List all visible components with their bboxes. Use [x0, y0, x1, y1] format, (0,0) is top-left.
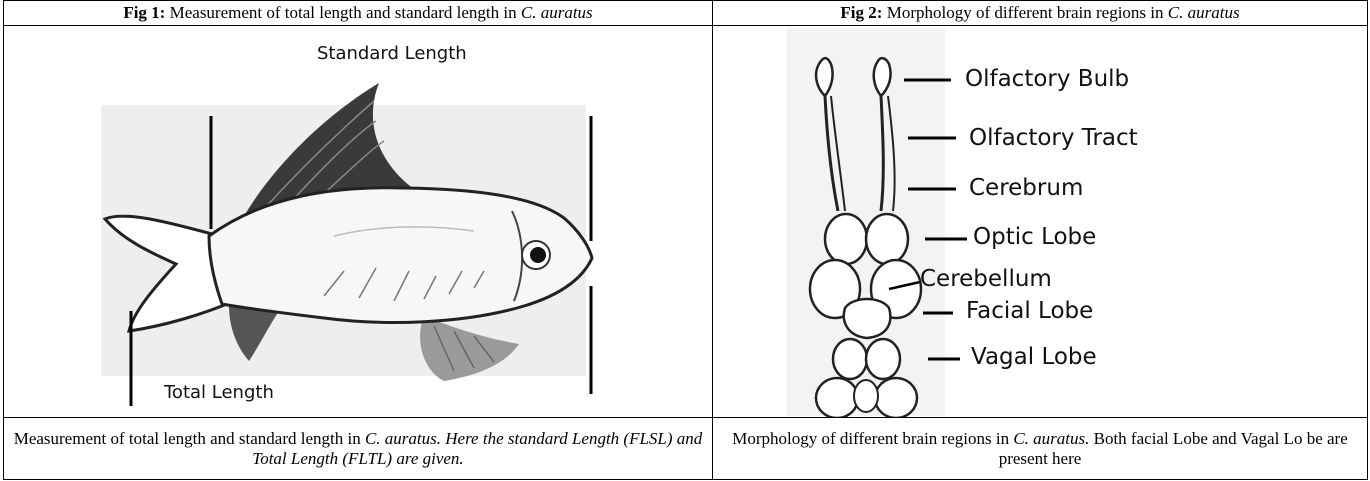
fig1-title-species: C. auratus: [521, 3, 593, 22]
label-optic-lobe: Optic Lobe: [973, 224, 1096, 250]
cerebellum: [844, 299, 891, 338]
fig2-image-cell: Olfactory Bulb Olfactory Tract Cerebrum …: [713, 26, 1368, 418]
vagal-lobe-right: [875, 378, 917, 417]
fish-pupil: [530, 247, 546, 263]
label-cerebrum: Cerebrum: [969, 175, 1083, 201]
fig2-title-prefix: Fig 2:: [840, 3, 882, 22]
fish-illustration: [4, 26, 712, 417]
fig1-caption-text: Measurement of total length and standard…: [14, 429, 361, 448]
fig1-image-cell: Standard Length Total Length: [4, 26, 713, 418]
fig2-caption: Morphology of different brain regions in…: [713, 418, 1368, 480]
fig2-title: Fig 2: Morphology of different brain reg…: [713, 1, 1368, 26]
label-vagal-lobe: Vagal Lobe: [971, 344, 1097, 370]
medulla: [854, 380, 878, 412]
fig2-title-text: Morphology of different brain regions in: [887, 3, 1164, 22]
fig2-title-species: C. auratus: [1168, 3, 1240, 22]
standard-length-label: Standard Length: [317, 43, 467, 64]
fig1-caption-species: C. auratus.: [365, 429, 441, 448]
vagal-lobe-left: [816, 378, 858, 417]
facial-lobe-right: [866, 339, 900, 379]
label-olfactory-bulb: Olfactory Bulb: [965, 66, 1129, 92]
fig2-caption-text: Morphology of different brain regions in: [732, 429, 1009, 448]
brain-diagram: Olfactory Bulb Olfactory Tract Cerebrum …: [713, 26, 1367, 417]
label-cerebellum: Cerebellum: [920, 266, 1052, 292]
label-olfactory-tract: Olfactory Tract: [969, 125, 1138, 151]
fig1-title: Fig 1: Measurement of total length and s…: [4, 1, 713, 26]
cerebrum-left: [825, 214, 867, 264]
fish-diagram: Standard Length Total Length: [4, 26, 712, 417]
label-facial-lobe: Facial Lobe: [966, 298, 1093, 324]
total-length-label: Total Length: [164, 382, 274, 403]
fig1-title-text: Measurement of total length and standard…: [170, 3, 517, 22]
fig1-caption: Measurement of total length and standard…: [4, 418, 713, 480]
facial-lobe-left: [833, 339, 867, 379]
fig1-title-prefix: Fig 1:: [123, 3, 165, 22]
fig2-caption-species: C. auratus.: [1013, 429, 1089, 448]
figure-table: Fig 1: Measurement of total length and s…: [3, 0, 1368, 480]
cerebrum-right: [866, 214, 908, 264]
